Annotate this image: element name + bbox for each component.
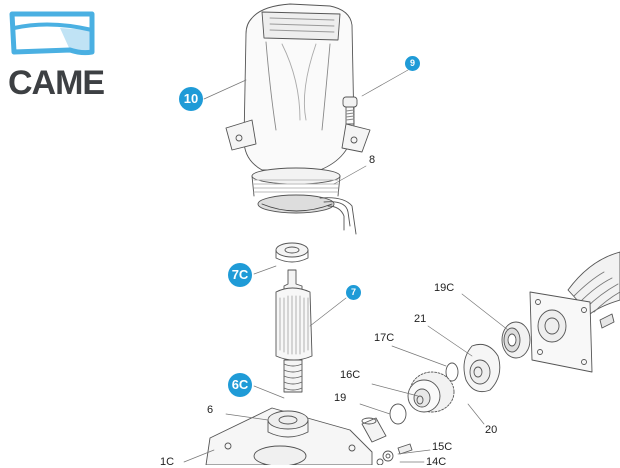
gear-wheel (407, 371, 455, 413)
label-14c: 14C (426, 456, 447, 468)
bearing (275, 242, 309, 263)
o-ring (445, 362, 459, 382)
label-20: 20 (485, 424, 498, 436)
label-8: 8 (369, 154, 376, 166)
flange-plate (529, 291, 593, 373)
screw (342, 96, 358, 125)
worm-shaft (275, 269, 313, 393)
label-6: 6 (207, 404, 214, 416)
callout-6c: 6C (228, 373, 252, 397)
washer (376, 450, 394, 465)
came-logo-mark (9, 11, 95, 56)
callout-10: 10 (179, 87, 203, 111)
seal-ring (501, 321, 531, 359)
label-1c: 1C (160, 456, 175, 468)
circlip (389, 403, 407, 425)
worm-gear-shaft (567, 251, 620, 329)
label-19c: 19C (434, 282, 455, 294)
stator-winding (251, 167, 357, 235)
callout-7c: 7C (228, 263, 252, 287)
label-17c: 17C (374, 332, 395, 344)
label-15c: 15C (432, 441, 453, 453)
brand-name: CAME (8, 64, 105, 102)
clutch-ring (463, 343, 501, 393)
pin (361, 417, 387, 443)
bolt (397, 443, 413, 455)
gearbox-base (205, 407, 373, 465)
callout-7: 7 (346, 285, 361, 300)
label-21: 21 (414, 313, 427, 325)
callout-9: 9 (405, 56, 420, 71)
motor-cover (225, 3, 371, 171)
label-19: 19 (334, 392, 347, 404)
label-16c: 16C (340, 369, 361, 381)
